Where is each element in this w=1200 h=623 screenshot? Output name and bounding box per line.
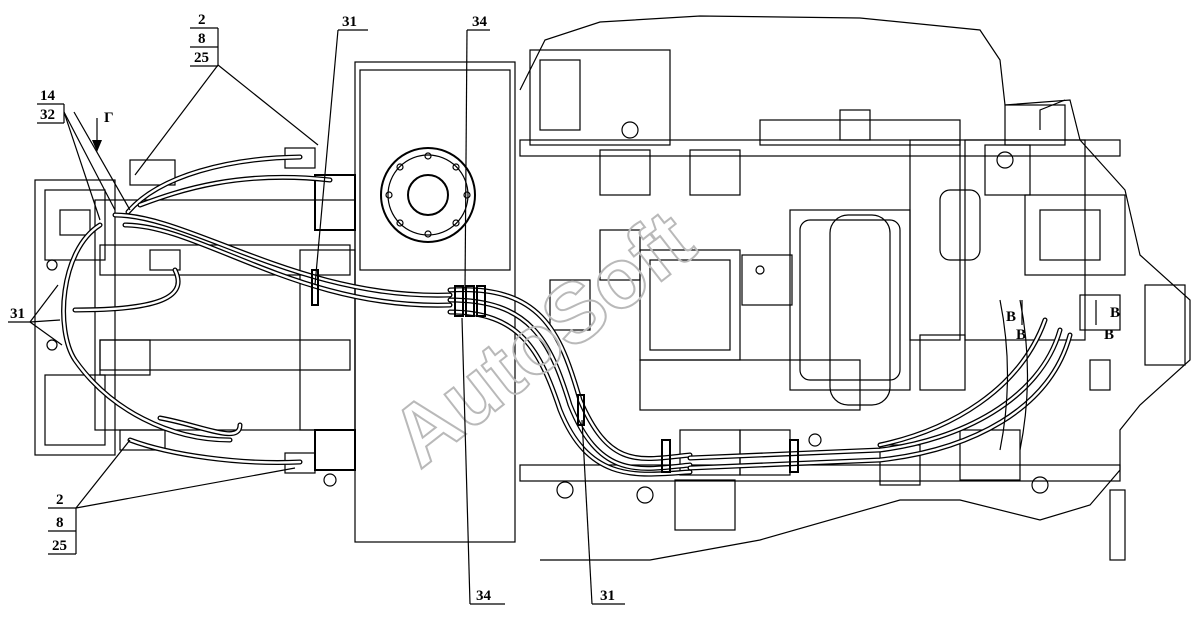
flange <box>380 147 476 243</box>
callout-31-top: 31 <box>342 14 357 30</box>
section-marker-v-2: В <box>1016 327 1026 343</box>
section-marker-v-4: В <box>1104 327 1114 343</box>
callout-top-left-stack: 2 8 25 <box>190 12 219 67</box>
section-marker-v-1: В <box>1006 309 1016 325</box>
section-marker-v-3: В <box>1110 305 1120 321</box>
callout-bottom-left-stack: 2 8 25 <box>48 492 77 555</box>
callout-14: 14 <box>40 88 56 104</box>
hoses <box>61 154 1073 477</box>
callout-8-bottom: 8 <box>56 515 64 531</box>
callout-34-bottom: 34 <box>476 588 492 604</box>
callout-31-left: 31 <box>10 306 25 322</box>
callout-2: 2 <box>198 12 206 28</box>
callout-32: 32 <box>40 107 55 123</box>
callout-25: 25 <box>194 50 209 66</box>
section-markers: В В В В <box>1006 300 1120 343</box>
callout-left-31: 31 <box>8 306 30 323</box>
callout-25-bottom: 25 <box>52 538 67 554</box>
view-arrow <box>92 118 102 152</box>
view-marker-label: Г <box>104 110 114 126</box>
callout-34-top: 34 <box>472 14 488 30</box>
callout-left-stack: 14 32 <box>37 88 65 124</box>
leader-lines <box>29 29 625 605</box>
callout-8: 8 <box>198 31 206 47</box>
hose-clamps <box>311 269 799 473</box>
watermark: AutoSoft <box>373 192 710 484</box>
callout-2-bottom: 2 <box>56 492 64 508</box>
callout-31-bottom: 31 <box>600 588 615 604</box>
